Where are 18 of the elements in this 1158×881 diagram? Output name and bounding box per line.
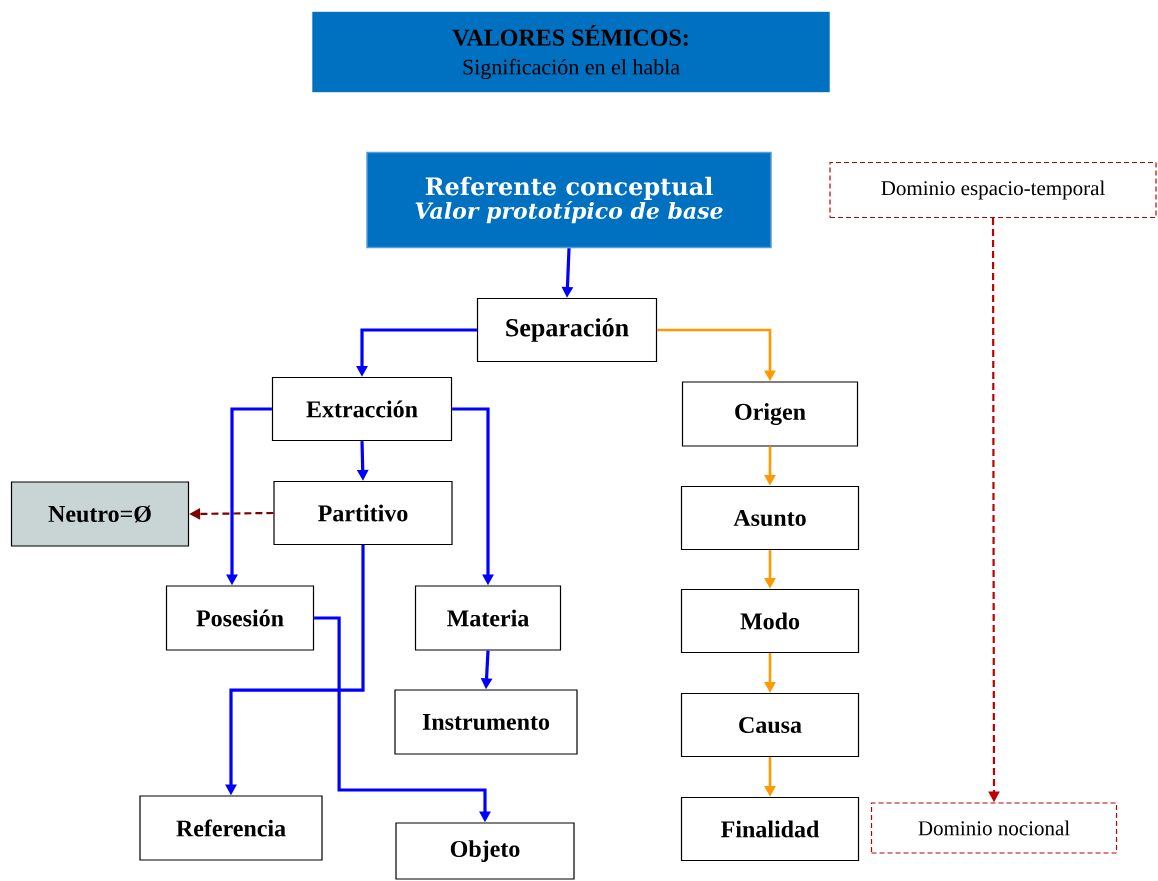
title-banner: VALORES SÉMICOS: Significación en el habla [312,11,830,93]
term-box: Origen [681,381,859,447]
dashed-box: Dominio espacio-temporal [829,161,1157,219]
term-box: Materia [414,585,562,651]
term-box: Separación [476,297,658,363]
term-box: Instrumento [394,689,578,755]
heading-box: Referente conceptual Valor prototípico de base [366,151,772,249]
term-box: Asunto [680,485,860,551]
term-box: Modo [680,588,860,654]
term-box: Extracción [271,376,453,442]
term-box: Finalidad [680,796,860,862]
term-box: Referencia [139,795,323,861]
dashed-box: Dominio nocional [870,802,1118,854]
term-box: Objeto [395,822,575,880]
term-box: Partitivo [273,480,453,546]
shaded-box: Neutro=Ø [10,481,190,547]
term-box: Posesión [165,585,315,651]
term-box: Causa [680,692,860,758]
